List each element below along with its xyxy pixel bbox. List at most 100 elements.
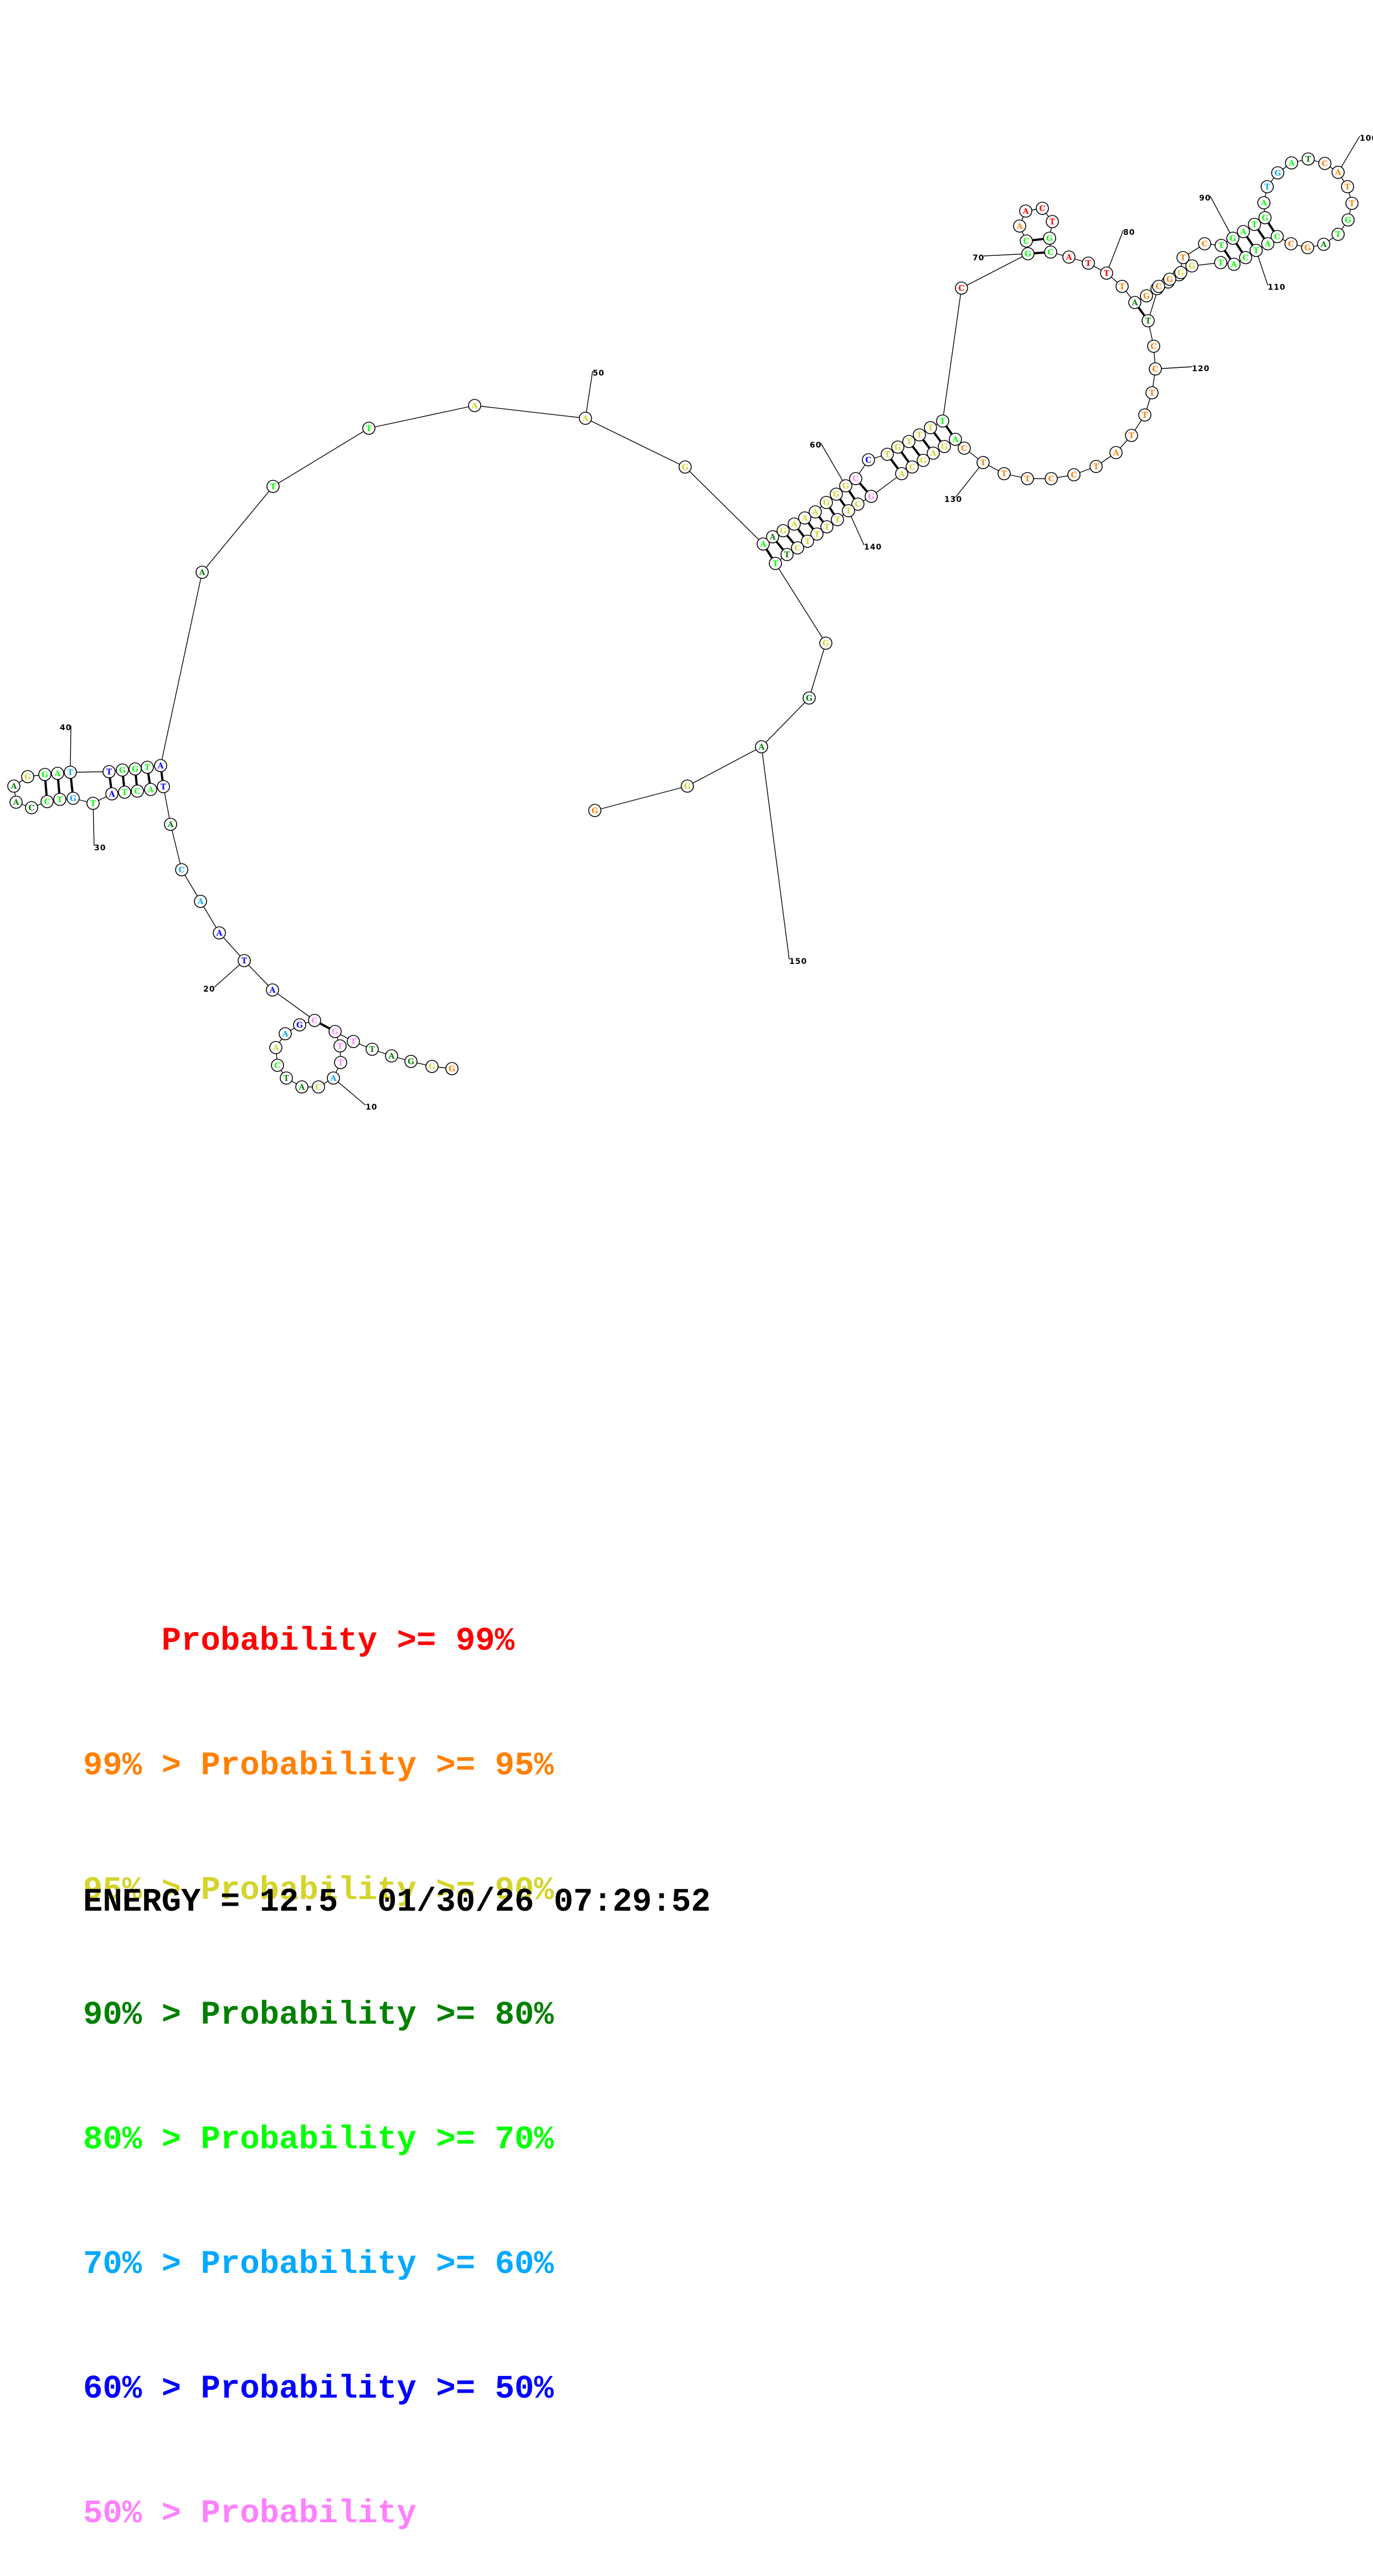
nucleotide: A [809,505,822,519]
nucleotide-base: C [1023,237,1029,246]
nucleotide: A [1257,196,1271,209]
nucleotide-base: T [241,957,248,966]
nucleotide-circle [1115,280,1129,293]
nucleotide: T [1021,472,1034,485]
backbone-segment [202,486,274,573]
nucleotide-base: T [337,1042,343,1051]
nucleotide-circle [157,780,170,793]
nucleotide-base: T [784,551,790,560]
nucleotide-circle [1138,408,1151,422]
nucleotide: A [213,926,226,940]
nucleotide: G [777,524,790,537]
nucleotide: G [66,792,80,805]
nucleotide: G [1140,289,1153,302]
nucleotide: C [791,541,804,555]
nucleotide-circle [86,797,100,810]
nucleotide: G [328,1025,342,1038]
nucleotide: A [1013,219,1026,233]
nucleotide-base: A [147,786,155,794]
nucleotide-circle [196,566,209,579]
position-label: 90 [1199,194,1211,203]
nucleotide: C [1149,362,1162,376]
nucleotide-circle [1198,237,1211,250]
nucleotide-base: T [1001,470,1007,479]
nucleotide: T [810,527,824,541]
nucleotide-base: T [773,560,779,568]
nucleotide: A [788,517,801,531]
nucleotide-circle [777,524,790,537]
nucleotide-base: C [44,798,50,807]
nucleotide: T [831,513,844,526]
nucleotide: T [64,766,77,779]
nucleotide-base: C [909,463,915,472]
nucleotide: C [906,460,919,474]
nucleotide-base: T [1086,259,1092,268]
position-label: 80 [1123,228,1135,237]
nucleotide-base: T [917,431,923,440]
nucleotide: A [144,783,157,796]
nucleotide: T [366,1043,379,1056]
nucleotide: T [157,780,170,793]
nucleotide-circle [801,535,814,548]
nucleotide-base: G [24,773,31,782]
backbone-segment [474,405,586,419]
nucleotide-base: A [157,762,164,771]
nucleotide: C [1036,202,1049,215]
nucleotide: T [347,1035,360,1048]
nucleotide-circle [755,740,768,753]
nucleotide: G [1341,213,1355,227]
nucleotide-base: A [898,470,906,479]
nucleotide-circle [266,480,280,493]
nucleotide-base: A [1264,240,1272,249]
nucleotide: G [1185,259,1199,273]
nucleotide-base: C [1152,365,1158,374]
nucleotide: G [681,779,694,793]
nucleotide: C [1152,280,1165,293]
nucleotide-circle [280,1071,293,1085]
nucleotide-base: C [1039,204,1045,213]
energy-value: ENERGY = 12.5 [83,1884,338,1921]
nucleotide: T [881,448,894,461]
nucleotide-base: C [1201,240,1207,249]
nucleotide-circle [955,281,968,295]
nucleotide-base: A [54,769,61,778]
nucleotide-base: A [952,435,959,444]
position-label: 30 [94,844,106,853]
nucleotide-base: T [369,1045,376,1054]
nucleotide-circle [865,490,878,503]
energy-footer: ENERGY = 12.5 01/30/26 07:29:52 [83,1884,711,1921]
nucleotide-base: T [57,796,63,804]
nucleotide-base: A [199,568,206,577]
nucleotide-base: A [791,520,798,529]
nucleotide-circle [891,440,904,454]
nucleotide: T [266,480,280,493]
backbone-segment [170,824,182,870]
nucleotide-base: C [28,804,34,813]
position-label: 40 [60,723,71,732]
nucleotide: G [445,1062,459,1075]
nucleotide-circle [1149,362,1162,376]
nucleotide-circle [118,786,131,799]
position-tick [214,960,245,988]
nucleotide-circle [1341,213,1355,227]
nucleotide: A [105,787,119,800]
nucleotide: T [902,435,916,448]
nucleotide-circle [1089,460,1103,473]
nucleotide-base: G [684,782,691,791]
position-tick [983,253,1029,256]
nucleotide-base: T [1253,247,1259,255]
nucleotide-circle [333,1039,347,1053]
nucleotide-circle [958,442,971,455]
nucleotide: T [362,422,376,435]
nucleotide: A [1019,204,1032,218]
nucleotide: A [1317,238,1330,251]
nucleotide: G [1258,211,1272,224]
legend-prefix: 70% > [83,2246,201,2283]
nucleotide: T [1249,244,1263,257]
nucleotide-circle [308,1014,321,1027]
nucleotide-circle [1318,157,1331,170]
nucleotide-base: G [1189,262,1195,271]
nucleotide-base: T [1129,432,1135,440]
backbone-segment [809,643,826,699]
nucleotide-circle [1331,228,1345,241]
